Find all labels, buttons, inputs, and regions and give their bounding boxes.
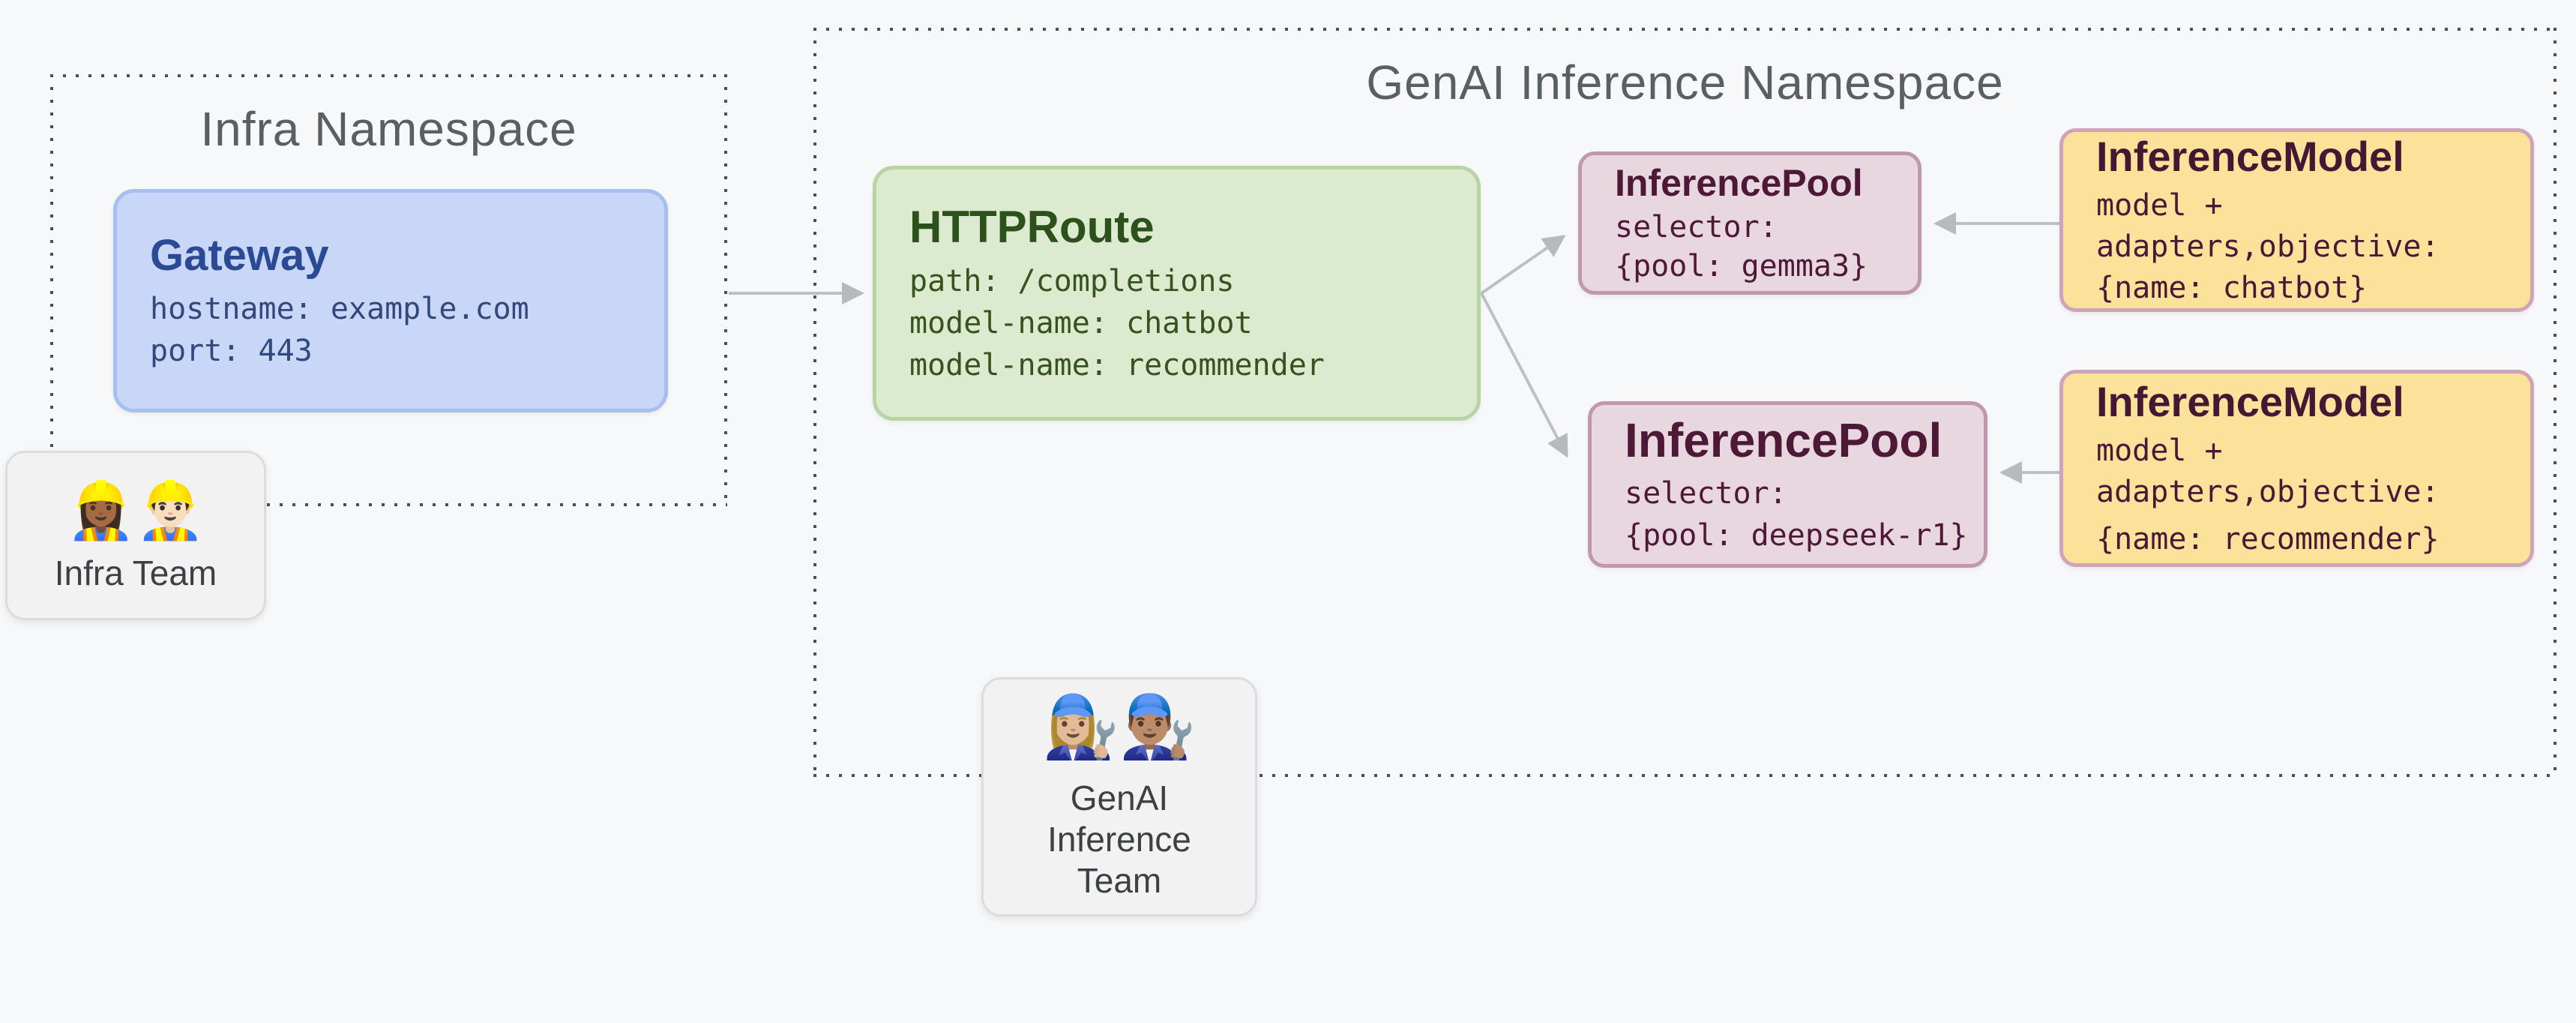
inference-pool-1-pool-line: {pool: gemma3} (1615, 248, 1868, 284)
inference-pool-2-selector-line: selector: (1625, 476, 1787, 511)
gateway-node-title: Gateway (150, 230, 329, 280)
genai-namespace-title: GenAI Inference Namespace (1366, 56, 2004, 110)
inference-model-2-model-line: model + (2096, 433, 2223, 468)
gateway-port-line: port: 443 (150, 333, 313, 368)
inference-model-1-adapters-line: adapters,objective: (2096, 229, 2440, 264)
inference-pool-2-pool-line: {pool: deepseek-r1} (1625, 518, 1968, 553)
infra-namespace-title: Infra Namespace (200, 102, 577, 156)
inference-model-1-model-line: model + (2096, 188, 2223, 223)
genai-inference-team-card: 👩🏼‍🔧👨🏽‍🔧 GenAI Inference Team (981, 677, 1257, 916)
httproute-path-line: path: /completions (909, 263, 1235, 298)
httproute-node: HTTPRoute path: /completions model-name:… (873, 166, 1481, 421)
httproute-model-chatbot-line: model-name: chatbot (909, 305, 1253, 340)
gateway-node: Gateway hostname: example.com port: 443 (113, 189, 668, 412)
genai-inference-team-label: GenAI Inference Team (1047, 778, 1191, 901)
inference-model-1-node: InferenceModel model + adapters,objectiv… (2059, 128, 2534, 312)
inference-model-2-name-line: {name: recommender} (2096, 521, 2440, 556)
httproute-model-recommender-line: model-name: recommender (909, 347, 1325, 382)
inference-model-1-title: InferenceModel (2096, 132, 2404, 180)
gateway-hostname-line: hostname: example.com (150, 291, 529, 326)
inference-pool-2-title: InferencePool (1625, 413, 1942, 467)
httproute-node-title: HTTPRoute (909, 201, 1155, 252)
inference-model-2-title: InferenceModel (2096, 377, 2404, 425)
infra-team-card: 👷🏾‍♀️👷🏻‍♂️ Infra Team (5, 451, 266, 620)
inference-model-1-name-line: {name: chatbot} (2096, 270, 2368, 305)
inference-pool-2-node: InferencePool selector: {pool: deepseek-… (1588, 401, 1987, 568)
construction-workers-emoji: 👷🏾‍♀️👷🏻‍♂️ (66, 479, 205, 542)
infra-team-label: Infra Team (54, 553, 217, 592)
inference-model-2-adapters-line: adapters,objective: (2096, 474, 2440, 509)
inference-pool-1-title: InferencePool (1615, 161, 1863, 204)
inference-model-2-node: InferenceModel model + adapters,objectiv… (2059, 370, 2534, 567)
inference-pool-1-selector-line: selector: (1615, 209, 1778, 244)
mechanics-emoji: 👩🏼‍🔧👨🏽‍🔧 (1042, 692, 1197, 761)
inference-pool-1-node: InferencePool selector: {pool: gemma3} (1578, 152, 1922, 295)
